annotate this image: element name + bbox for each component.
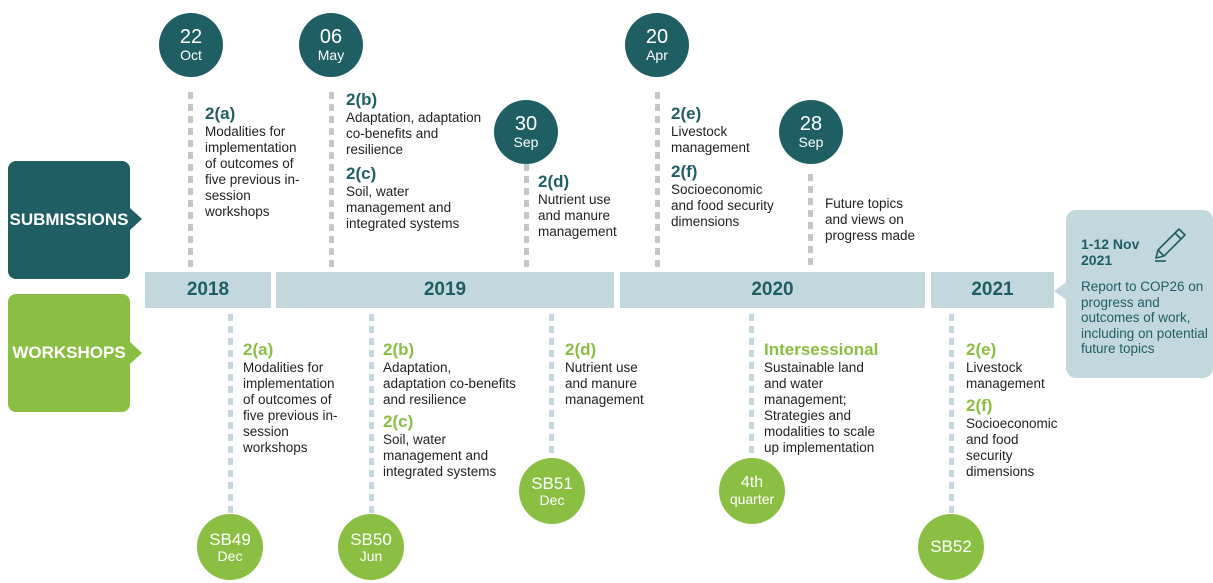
topic-code: 2(c) [346,164,377,183]
submission-date-circle: 22 Oct [159,13,223,77]
connector-line [655,92,660,270]
session-month: Dec [217,547,243,564]
topic-text: Modalities for implementation of outcome… [205,124,300,219]
submission-date-circle: 28 Sep [779,100,843,164]
workshop-text: 2(e) Livestock management 2(f) Socioecon… [966,340,1066,480]
topic-code: 2(e) [671,104,702,123]
submission-text: 2(d) Nutrient use and manure management [538,172,620,240]
year-label: 2018 [186,279,230,300]
submission-date-circle: 06 May [299,13,363,77]
date-month: Sep [798,134,824,151]
date-day: 28 [799,113,823,136]
submissions-label-text: SUBMISSIONS [9,210,129,229]
workshop-text: Intersessional Sustainable land and wate… [764,340,889,456]
submission-date-circle: 30 Sep [494,100,558,164]
connector-line [188,92,193,270]
connector-line [369,314,374,520]
date-month: Apr [646,47,668,64]
date-day: 22 [179,26,203,49]
date-month: Sep [513,134,539,151]
workshop-session-circle: SB50 Jun [338,514,404,580]
connector-line [329,92,334,270]
connector-line [808,174,813,270]
topic-text: Nutrient use and manure management [565,360,644,407]
topic-text: Livestock management [966,360,1045,391]
year-label: 2019 [423,279,467,300]
callout-text: Report to COP26 on progress and outcomes… [1081,279,1208,356]
session-name: SB50 [350,529,392,549]
topic-code: 2(a) [243,340,274,359]
session-month: Jun [359,547,383,564]
topic-code: 2(f) [966,396,993,415]
topic-text: Sustainable land and water management; S… [764,360,876,455]
workshop-session-circle: SB49 Dec [197,514,263,580]
submissions-label: SUBMISSIONS [8,161,130,279]
submission-text: 2(e) Livestock management 2(f) Socioecon… [671,104,781,230]
topic-text: Socioeconomic and food security dimensio… [966,416,1058,479]
topic-code: 2(f) [671,162,698,181]
pencil-icon [1155,228,1186,262]
topic-text: Livestock management [671,124,750,155]
submission-date-circle: 20 Apr [625,13,689,77]
topic-code: 2(a) [205,104,236,123]
topic-code: 2(d) [538,172,570,191]
year-bar-2019: 2019 [276,272,614,308]
topic-text: Adaptation, adaptation co-benefits and r… [383,360,516,407]
topic-text: Soil, water management and integrated sy… [383,432,497,479]
connector-line [949,314,954,520]
topic-text: Soil, water management and integrated sy… [346,184,460,231]
submission-text: Future topics and views on progress made [825,196,920,244]
callout-pointer [1054,281,1068,301]
topic-text: Socioeconomic and food security dimensio… [671,182,774,229]
workshop-session-circle: SB51 Dec [519,458,585,524]
topic-code: 2(b) [346,90,378,109]
connector-line [228,314,233,520]
workshop-session-circle: 4th quarter [719,458,785,524]
submission-text: 2(a) Modalities for implementation of ou… [205,104,305,220]
date-month: Oct [180,47,202,64]
connector-line [549,314,554,464]
workshops-label: WORKSHOPS [8,294,130,412]
date-day: 30 [514,113,538,136]
year-bar-2020: 2020 [620,272,925,308]
year-bar-2021: 2021 [931,272,1054,308]
workshop-text: 2(b) Adaptation, adaptation co-benefits … [383,340,518,480]
workshop-session-circle: SB52 [918,514,984,580]
topic-code: 2(c) [383,412,414,431]
session-name: SB51 [531,473,573,493]
session-name: SB52 [930,537,972,557]
topic-text: Adaptation, adaptation co-benefits and r… [346,110,482,157]
connector-line [524,164,529,270]
date-day: 20 [645,26,669,49]
submission-text: 2(b) Adaptation, adaptation co-benefits … [346,90,486,232]
workshop-text: 2(d) Nutrient use and manure management [565,340,653,408]
workshops-label-text: WORKSHOPS [12,343,126,362]
callout-date: 1-12 Nov 2021 [1081,236,1140,268]
connector-line [749,314,754,464]
topic-code: 2(d) [565,340,597,359]
topic-code: Intersessional [764,340,879,359]
session-name: SB49 [209,529,251,549]
year-label: 2020 [751,279,794,300]
submissions-arrow [130,208,142,230]
session-month: quarter [729,491,775,508]
workshop-text: 2(a) Modalities for implementation of ou… [243,340,343,456]
date-month: May [317,47,345,64]
session-month: Dec [539,491,565,508]
date-day: 06 [319,26,343,49]
topic-text: Future topics and views on progress made [825,196,916,243]
workshops-arrow [130,342,142,364]
topic-code: 2(b) [383,340,415,359]
topic-text: Nutrient use and manure management [538,192,617,239]
year-label: 2021 [971,279,1014,300]
cop26-callout: 1-12 Nov 2021 Report to COP26 on progres… [1066,210,1213,378]
session-name: 4th [740,474,764,492]
year-bar-2018: 2018 [145,272,271,308]
topic-text: Modalities for implementation of outcome… [243,360,338,455]
topic-code: 2(e) [966,340,997,359]
